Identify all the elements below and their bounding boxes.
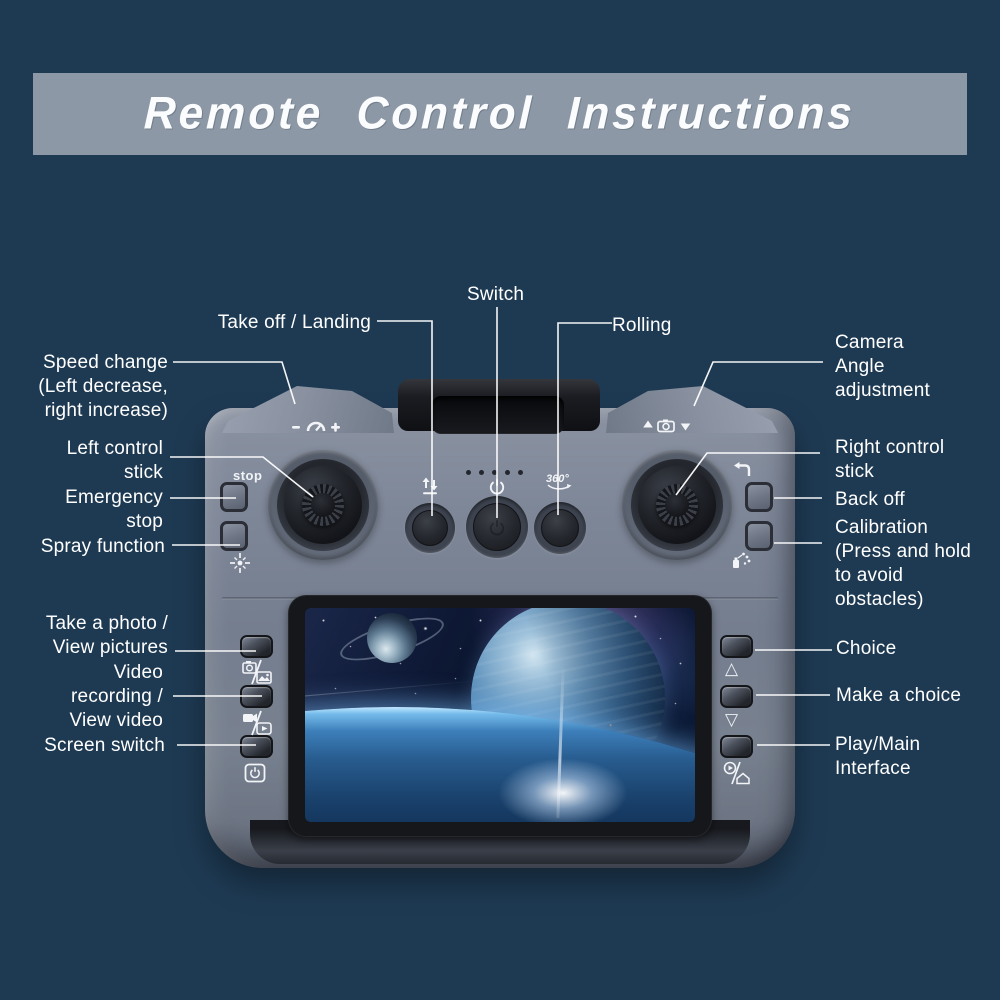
stop-label: stop	[233, 468, 263, 483]
play-main-button[interactable]	[720, 735, 753, 758]
label-switch: Switch	[467, 284, 525, 305]
triangle-up-icon: △	[725, 659, 739, 678]
screen-stars	[305, 608, 306, 609]
back-arrow-icon	[734, 462, 751, 476]
spray-function-button[interactable]	[220, 521, 248, 551]
screen	[305, 608, 695, 822]
label-spray-function: Spray function	[40, 536, 165, 557]
power-etched-icon	[489, 519, 505, 536]
speed-dial-icon	[292, 421, 340, 432]
label-play-main: Play/Main Interface	[835, 734, 921, 779]
label-screen-switch: Screen switch	[44, 735, 165, 756]
left-joystick-cap	[311, 493, 335, 517]
make-choice-button[interactable]	[720, 685, 753, 708]
right-joystick-cap	[665, 493, 689, 517]
label-takeoff-landing: Take off / Landing	[217, 312, 371, 333]
takeoff-landing-button[interactable]	[412, 510, 448, 546]
page-title: Remote Control Instructions	[143, 88, 857, 139]
title-banner: Remote Control Instructions	[33, 73, 967, 155]
back-off-button[interactable]	[745, 482, 773, 512]
label-make-choice: Make a choice	[836, 685, 962, 706]
screen-switch-button[interactable]	[240, 735, 273, 758]
play-home-icon	[723, 761, 750, 785]
calibration-button[interactable]	[745, 521, 773, 551]
light-sparkle-icon	[230, 553, 250, 573]
camera-angle-icon	[643, 419, 691, 433]
video-view-icon	[243, 710, 272, 736]
triangle-down-icon: ▽	[725, 710, 739, 729]
video-button[interactable]	[240, 685, 273, 708]
choice-button[interactable]	[720, 635, 753, 658]
label-video-recording: Video recording / View video	[69, 662, 163, 731]
power-icon	[489, 479, 505, 495]
takeoff-landing-icon	[422, 477, 438, 495]
led-indicator-dots	[466, 470, 523, 475]
label-right-stick: Right control stick	[835, 437, 945, 482]
label-left-stick: Left control stick	[66, 438, 163, 483]
power-switch-button[interactable]	[473, 503, 521, 551]
label-camera-angle: Camera Angle adjustment	[835, 332, 930, 401]
rolling-360-button[interactable]	[541, 509, 579, 547]
label-take-photo: Take a photo / View pictures	[45, 613, 168, 658]
rotation-360-icon: 360°	[546, 473, 572, 491]
screen-power-icon	[244, 763, 266, 783]
label-rolling: Rolling	[612, 315, 672, 336]
photo-view-icon	[242, 659, 272, 685]
spray-icon	[733, 552, 751, 568]
ringed-planet	[367, 613, 417, 663]
antenna-slot	[432, 396, 564, 434]
emergency-stop-button[interactable]	[220, 482, 248, 512]
sun-flare	[498, 758, 628, 822]
label-speed-change: Speed change (Left decrease, right incre…	[38, 352, 168, 421]
label-calibration: Calibration (Press and hold to avoid obs…	[835, 517, 972, 610]
label-back-off: Back off	[835, 489, 905, 510]
photo-button[interactable]	[240, 635, 273, 658]
label-emergency-stop: Emergency stop	[65, 487, 163, 532]
label-choice: Choice	[836, 638, 897, 659]
